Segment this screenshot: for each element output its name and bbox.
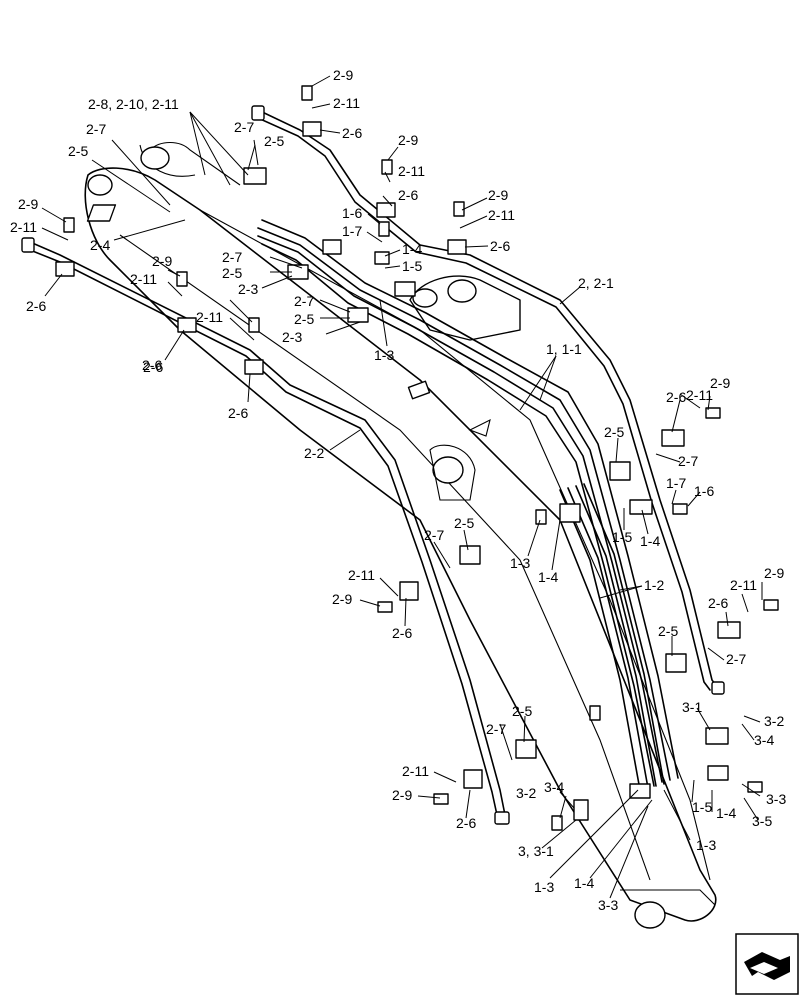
callout: 3-3 — [766, 791, 786, 807]
callout: 2-7 — [678, 453, 698, 469]
callout: 2-5 — [604, 424, 624, 440]
callout: 3-1 — [682, 699, 702, 715]
callout: 2-11 — [488, 207, 515, 223]
callout-labels: 2-9 2-11 2-6 2-8, 2-10, 2-11 2-7 2-5 2-9… — [10, 67, 786, 913]
callout: 2-9 — [710, 375, 730, 391]
callout: 2-11 — [333, 95, 360, 111]
callout: 3-4 — [754, 732, 774, 748]
callout: 1-4 — [716, 805, 736, 821]
callout: 2-4 — [90, 237, 110, 253]
callout: 2-6 — [666, 389, 686, 405]
callout: 2-11 — [196, 309, 223, 325]
pipe-2-2 — [21, 237, 510, 825]
callout: 2-11 — [402, 763, 429, 779]
callout: 1-3 — [510, 555, 530, 571]
callout: 2-6 — [456, 815, 476, 831]
callout: 1-7 — [666, 475, 686, 491]
callout: 2-11 — [730, 577, 757, 593]
view-orientation-icon — [735, 933, 799, 995]
callout: 2-6 — [490, 238, 510, 254]
callout: 2-5 — [68, 143, 88, 159]
callout: 2-2 — [304, 445, 324, 461]
callout: 2-3 — [282, 329, 302, 345]
boom-body — [84, 141, 717, 929]
callout: 1-5 — [692, 799, 712, 815]
callout: 1-6 — [342, 205, 362, 221]
callout: 3, 3-1 — [518, 843, 554, 859]
callout: 2-11 — [10, 219, 37, 235]
callout: 2-5 — [454, 515, 474, 531]
callout: 2-6 — [26, 298, 46, 314]
pipes-1-2 — [559, 483, 665, 791]
leader-lines — [41, 75, 763, 899]
callout: 1-6 — [694, 483, 714, 499]
callout: 3-2 — [516, 785, 536, 801]
callout: 2-6 — [142, 357, 162, 373]
callout: 2-5 — [264, 133, 284, 149]
callout: 2-11 — [398, 163, 425, 179]
callout: 3-3 — [598, 897, 618, 913]
callout: 2-9 — [764, 565, 784, 581]
callout: 2-7 — [424, 527, 444, 543]
pipe-2-1 — [251, 105, 725, 695]
callout: 2-5 — [222, 265, 242, 281]
clamp-blocks — [55, 85, 779, 831]
callout: 2-3 — [238, 281, 258, 297]
callout: 2, 2-1 — [578, 275, 614, 291]
callout: 2-9 — [332, 591, 352, 607]
callout: 1-2 — [644, 577, 664, 593]
callout: 3-5 — [752, 813, 772, 829]
callout: 2-11 — [686, 387, 713, 403]
callout: 2-6 — [398, 187, 418, 203]
callout: 2-8, 2-10, 2-11 — [88, 96, 179, 112]
callout: 1-7 — [342, 223, 362, 239]
callout: 1-4 — [640, 533, 660, 549]
callout: 1-3 — [534, 879, 554, 895]
callout: 2-7 — [294, 293, 314, 309]
callout: 1-5 — [402, 258, 422, 274]
callout: 2-7 — [486, 721, 506, 737]
callout: 2-6 — [342, 125, 362, 141]
callout: 2-9 — [398, 132, 418, 148]
callout: 2-9 — [488, 187, 508, 203]
callout: 1-4 — [574, 875, 594, 891]
callout: 2-6 — [143, 359, 163, 375]
callout: 2-5 — [658, 623, 678, 639]
callout: 1-4 — [538, 569, 558, 585]
callout: 2-5 — [512, 703, 532, 719]
callout: 2-5 — [294, 311, 314, 327]
callout: 2-9 — [152, 253, 172, 269]
callout: 2-9 — [392, 787, 412, 803]
callout: 3-4 — [544, 779, 564, 795]
callout: 2-7 — [726, 651, 746, 667]
callout: 2-6 — [708, 595, 728, 611]
callout: 2-7 — [222, 249, 242, 265]
callout: 1-3 — [696, 837, 716, 853]
pipes-1-1 — [257, 219, 679, 787]
callout: 2-9 — [333, 67, 353, 83]
callout: 2-9 — [18, 196, 38, 212]
callout: 1-4 — [402, 241, 422, 257]
callout: 1-3 — [374, 347, 394, 363]
callout: 2-11 — [130, 271, 157, 287]
callout: 1-5 — [612, 529, 632, 545]
callout: 2-6 — [392, 625, 412, 641]
callout: 3-2 — [764, 713, 784, 729]
callout: 2-7 — [234, 119, 254, 135]
callout: 1, 1-1 — [546, 341, 582, 357]
callout: 2-7 — [86, 121, 106, 137]
callout: 2-6 — [228, 405, 248, 421]
callout: 2-11 — [348, 567, 375, 583]
